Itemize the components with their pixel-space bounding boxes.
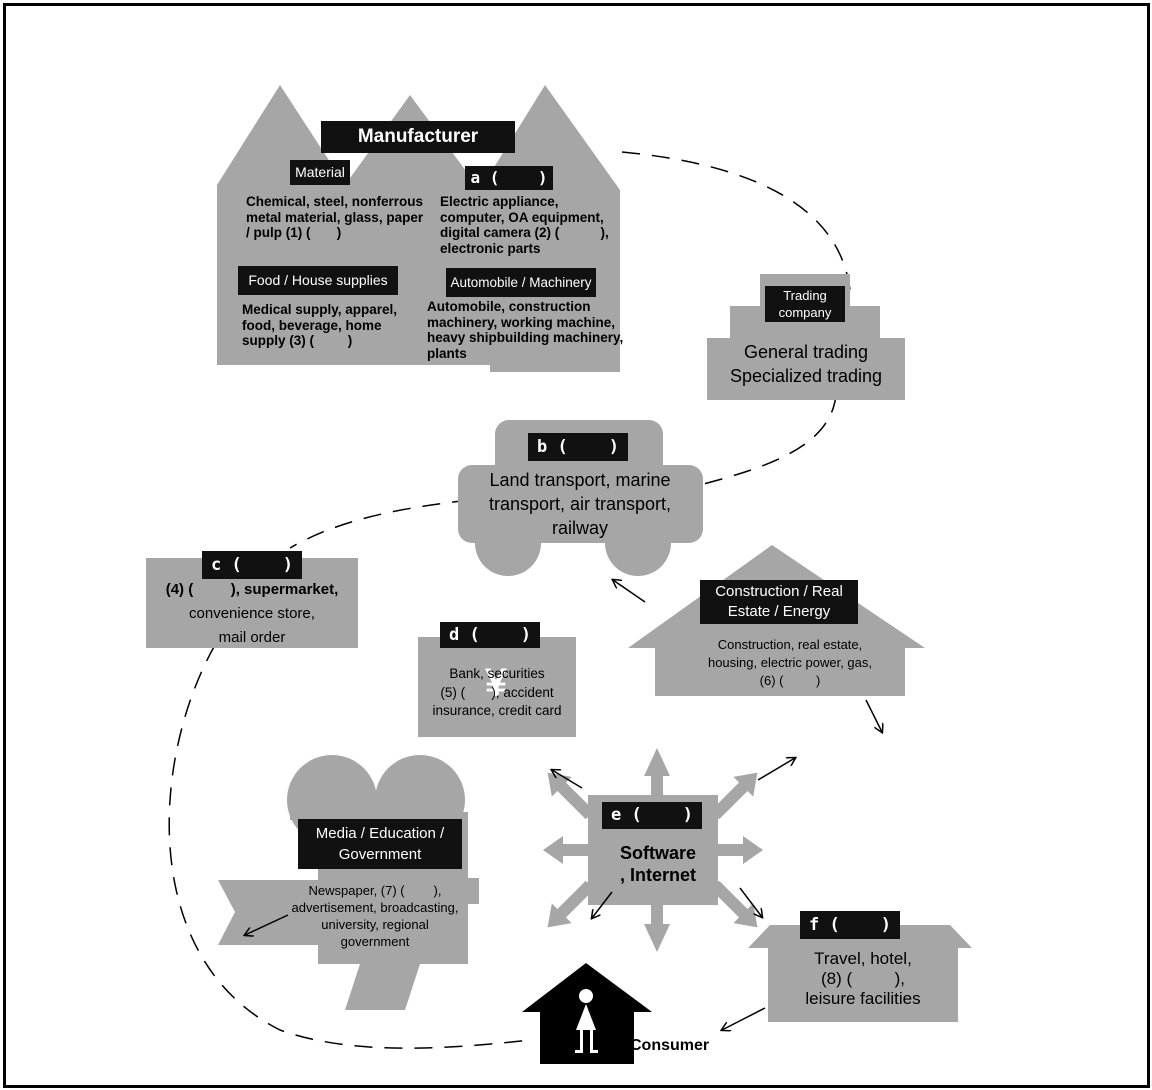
flow-path [168, 151, 851, 1049]
category-d-line3: insurance, credit card [432, 703, 562, 718]
finance-shape [418, 637, 576, 737]
category-d-line2: (5) ( ), accident [440, 685, 554, 700]
category-a-text: Electric appliance, computer, OA equipme… [440, 194, 609, 256]
category-c-line3: mail order [218, 629, 286, 646]
automobile-text: Automobile, construction machinery, work… [427, 299, 624, 361]
yen-symbol: ¥ [484, 661, 508, 705]
construction-line2: housing, electric power, gas, [707, 655, 873, 670]
category-f-label: f ( ) [800, 911, 900, 939]
manufacturer-title: Manufacturer [321, 121, 515, 153]
diagram-frame [3, 3, 1150, 1088]
media-line1: Newspaper, (7) ( ), [308, 883, 442, 898]
media-line3: university, regional [321, 917, 429, 932]
trading-company-label: Trading company [765, 286, 845, 322]
category-e-label: e ( ) [602, 802, 702, 829]
manufacturer-factory-shape [217, 85, 620, 372]
category-e-line2: , Internet [619, 865, 696, 885]
flow-arrows [245, 580, 882, 1030]
category-a-label: a ( ) [465, 166, 553, 190]
material-text: Chemical, steel, nonferrous metal materi… [246, 194, 424, 241]
category-f-line1: Travel, hotel, [814, 949, 912, 968]
category-b-label: b ( ) [528, 433, 628, 461]
construction-label: Construction / Real Estate / Energy [700, 580, 858, 624]
category-c-line1: (4) ( ), supermarket, [165, 581, 339, 598]
category-f-line3: leisure facilities [805, 989, 921, 1008]
leisure-box-shape [748, 925, 972, 1022]
media-label: Media / Education / Government [298, 819, 462, 869]
category-b-text: Land transport, marine transport, air tr… [488, 470, 672, 538]
trading-line1: General trading [743, 342, 869, 362]
category-f-line2: (8) ( ), [820, 969, 906, 988]
category-e-line1: Software [619, 843, 697, 863]
material-label: Material [290, 160, 350, 185]
category-d-line1: Bank, securities [449, 666, 545, 681]
construction-line1: Construction, real estate, [717, 637, 863, 652]
food-text: Medical supply, apparel, food, beverage,… [242, 302, 398, 349]
automobile-label: Automobile / Machinery [446, 268, 596, 297]
media-line2: advertisement, broadcasting, [291, 900, 459, 915]
category-d-label: d ( ) [440, 622, 540, 648]
media-line4: government [340, 934, 410, 949]
trading-line2: Specialized trading [729, 366, 883, 386]
consumer-label: Consumer [630, 1037, 710, 1054]
category-c-label: c ( ) [202, 551, 302, 579]
consumer-house-icon [522, 963, 652, 1064]
food-label: Food / House supplies [238, 266, 398, 295]
construction-line3: (6) ( ) [759, 673, 821, 688]
category-c-line2: convenience store, [189, 605, 315, 622]
trading-company-building [707, 274, 905, 400]
